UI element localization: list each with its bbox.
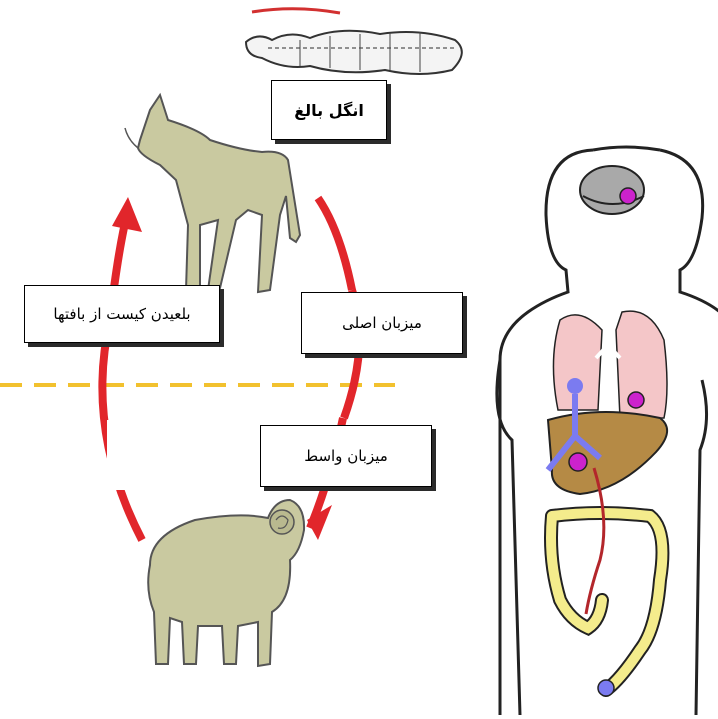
- intermediate-host-label: میزبان واسط: [260, 425, 432, 487]
- adult-tapeworm-icon: [246, 9, 462, 74]
- sheep-icon: [148, 500, 304, 666]
- human-body-icon: [497, 147, 718, 715]
- adult-worm-label: انگل بالغ: [271, 80, 387, 140]
- ingestion-label: بلعیدن کیست از بافتها: [24, 285, 220, 343]
- definitive-host-label: میزبان اصلی: [301, 292, 463, 354]
- brain-icon: [580, 166, 644, 214]
- liver-icon: [548, 412, 667, 494]
